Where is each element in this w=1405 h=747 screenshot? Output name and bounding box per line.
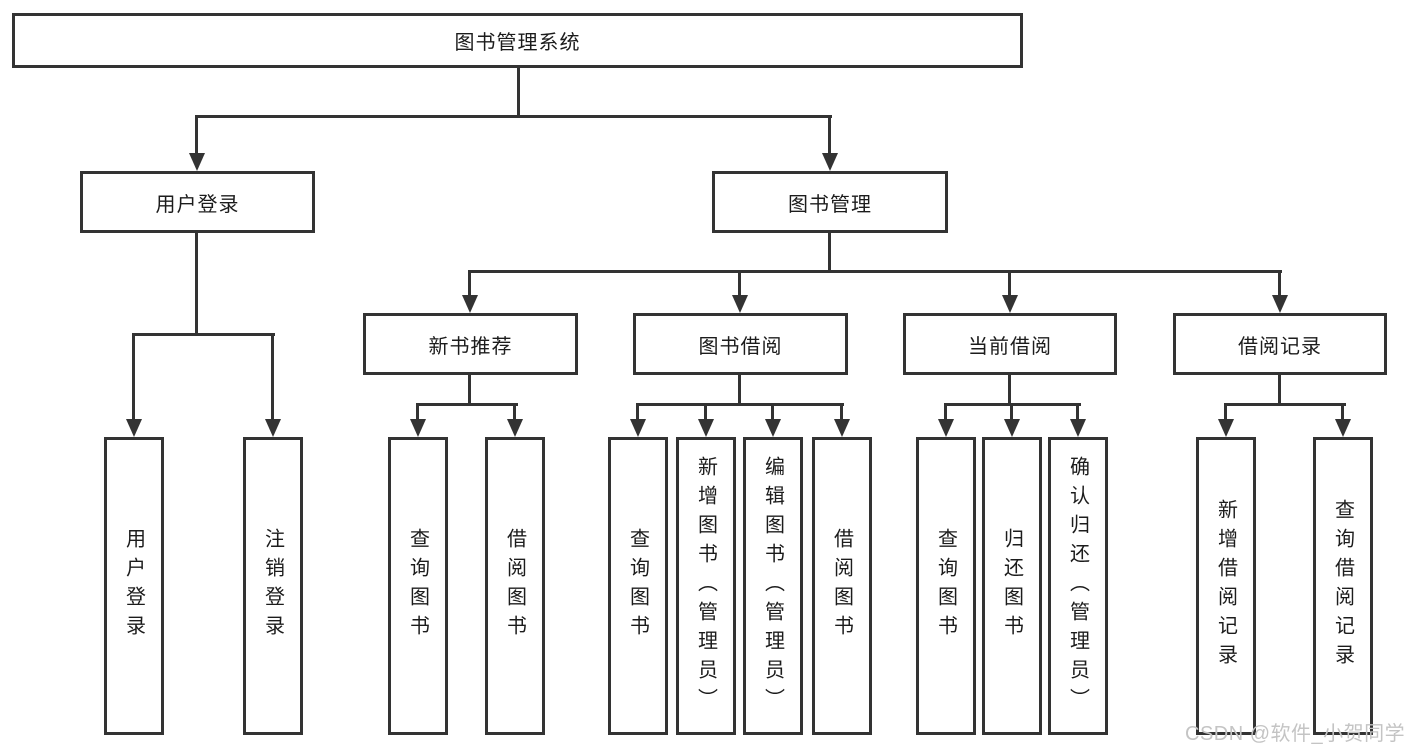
leaf-borrow-books: 借阅图书 [812, 437, 872, 735]
node-root-library-system: 图书管理系统 [12, 13, 1023, 68]
connector-line [1278, 272, 1281, 298]
arrow-down-icon [265, 419, 281, 437]
connector-line [416, 405, 419, 421]
leaf-add-books-admin: 新增图书（管理员） [676, 437, 736, 735]
node-new-book-recommend: 新书推荐 [363, 313, 578, 375]
leaf-query-books-recommend: 查询图书 [388, 437, 448, 735]
node-borrow-record: 借阅记录 [1173, 313, 1387, 375]
leaf-logout: 注销登录 [243, 437, 303, 735]
leaf-add-borrow-record: 新增借阅记录 [1196, 437, 1256, 735]
arrow-down-icon [1335, 419, 1351, 437]
connector-line [195, 117, 198, 157]
arrow-down-icon [834, 419, 850, 437]
arrow-down-icon [1002, 295, 1018, 313]
arrow-down-icon [938, 419, 954, 437]
connector-line [195, 115, 832, 118]
csdn-watermark: CSDN @软件_小贺同学 [1185, 723, 1405, 745]
leaf-confirm-return-admin: 确认归还（管理员） [1048, 437, 1108, 735]
connector-line [271, 335, 274, 421]
arrow-down-icon [1272, 295, 1288, 313]
arrow-down-icon [1218, 419, 1234, 437]
connector-line [944, 405, 947, 421]
connector-line [840, 405, 843, 421]
connector-line [1278, 375, 1281, 405]
connector-line [468, 272, 471, 298]
connector-line [1224, 405, 1227, 421]
connector-line [1010, 405, 1013, 421]
leaf-user-login: 用户登录 [104, 437, 164, 735]
arrow-down-icon [630, 419, 646, 437]
connector-line [738, 375, 741, 405]
connector-line [828, 233, 831, 272]
connector-line [513, 405, 516, 421]
node-current-borrow: 当前借阅 [903, 313, 1117, 375]
node-book-borrow: 图书借阅 [633, 313, 848, 375]
arrow-down-icon [732, 295, 748, 313]
connector-line [771, 405, 774, 421]
arrow-down-icon [410, 419, 426, 437]
leaf-edit-books-admin: 编辑图书（管理员） [743, 437, 803, 735]
arrow-down-icon [126, 419, 142, 437]
leaf-return-books: 归还图书 [982, 437, 1042, 735]
connector-line [468, 375, 471, 405]
connector-line [828, 117, 831, 157]
arrow-down-icon [507, 419, 523, 437]
connector-line [468, 270, 1282, 273]
leaf-borrow-books-recommend: 借阅图书 [485, 437, 545, 735]
connector-line [738, 272, 741, 298]
connector-line [517, 68, 520, 117]
connector-line [636, 403, 844, 406]
connector-line [1224, 403, 1346, 406]
connector-line [416, 403, 518, 406]
leaf-query-borrow-record: 查询借阅记录 [1313, 437, 1373, 735]
arrow-down-icon [765, 419, 781, 437]
connector-line [132, 335, 135, 421]
node-book-management-branch: 图书管理 [712, 171, 948, 233]
connector-line [944, 403, 1081, 406]
leaf-query-books-borrow: 查询图书 [608, 437, 668, 735]
connector-line [1341, 405, 1344, 421]
arrow-down-icon [822, 153, 838, 171]
arrow-down-icon [189, 153, 205, 171]
arrow-down-icon [1070, 419, 1086, 437]
leaf-query-books-current: 查询图书 [916, 437, 976, 735]
connector-line [636, 405, 639, 421]
arrow-down-icon [1004, 419, 1020, 437]
node-user-login-branch: 用户登录 [80, 171, 315, 233]
connector-line [1008, 375, 1011, 405]
connector-line [704, 405, 707, 421]
connector-line [195, 233, 198, 335]
arrow-down-icon [698, 419, 714, 437]
arrow-down-icon [462, 295, 478, 313]
connector-line [1076, 405, 1079, 421]
connector-line [1008, 272, 1011, 298]
connector-line [132, 333, 275, 336]
